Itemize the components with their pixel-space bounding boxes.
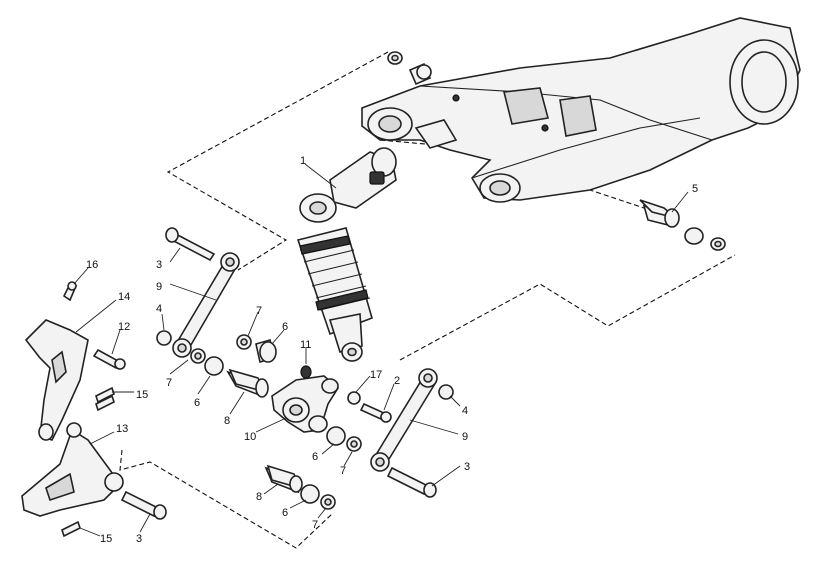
callout-15-a: 15 [136,389,148,401]
bushing-6-d [300,484,320,504]
nut-11 [300,365,312,379]
callout-8-b: 8 [256,491,262,503]
callout-10: 10 [244,431,256,443]
callout-7-d: 7 [312,519,318,531]
callout-labels: 1 2 3 3 3 4 4 5 6 6 6 6 7 7 7 7 8 8 9 9 … [86,155,698,545]
screw-15-b [61,520,81,538]
bracket-13 [21,422,124,517]
callout-2: 2 [394,375,400,387]
callout-13: 13 [116,423,128,435]
callout-6-d: 6 [282,507,288,519]
callout-7-c: 7 [340,465,346,477]
swingarm [361,17,801,203]
washer-7-b [190,348,206,364]
nut-4-left [156,330,172,346]
callout-6-b: 6 [194,397,200,409]
callout-4-left: 4 [156,303,162,315]
bolt-3-top [165,227,216,262]
callout-7-b: 7 [166,377,172,389]
top-bushing [408,62,432,86]
nut-4-right [438,384,454,400]
bolt-12 [92,348,126,370]
callout-15-b: 15 [100,533,112,545]
callout-6-c: 6 [312,451,318,463]
spacer-8-a [226,368,269,398]
spacer-8-b [264,464,303,494]
callout-5: 5 [692,183,698,195]
callout-3-right: 3 [464,461,470,473]
bushing-right [684,227,704,245]
callout-3-bottom: 3 [136,533,142,545]
bolt-16 [62,281,78,302]
bushing-6-c [326,426,346,446]
top-washer [387,51,403,65]
bracket-14 [24,319,89,441]
spacer-5 [639,199,680,228]
bushing-6-a [255,338,277,364]
rocker-10 [271,375,340,433]
leader-lines [73,163,689,537]
bolt-3-right [386,466,437,498]
callout-8-a: 8 [224,415,230,427]
callout-1: 1 [300,155,306,167]
callout-9-right: 9 [462,431,468,443]
screws-15-a [95,386,115,412]
callout-6-a: 6 [282,321,288,333]
shock-absorber [296,147,397,362]
callout-4-right: 4 [462,405,468,417]
washer-17 [347,391,361,405]
callout-12: 12 [118,321,130,333]
callout-17: 17 [370,369,382,381]
callout-14: 14 [118,291,130,303]
callout-7-a: 7 [256,305,262,317]
washer-7-a [236,334,252,350]
washer-right [710,237,726,251]
washer-7-c [346,436,362,452]
bolt-3-bottom [120,490,167,520]
washer-7-d [320,494,336,510]
link-rod-9-left [172,252,240,358]
callout-16: 16 [86,259,98,271]
callout-11: 11 [300,339,311,351]
callout-3-top: 3 [156,259,162,271]
bushing-6-b [204,356,224,376]
bolt-2 [359,402,392,423]
callout-9-left: 9 [156,281,162,293]
link-rod-9-right [370,368,438,472]
